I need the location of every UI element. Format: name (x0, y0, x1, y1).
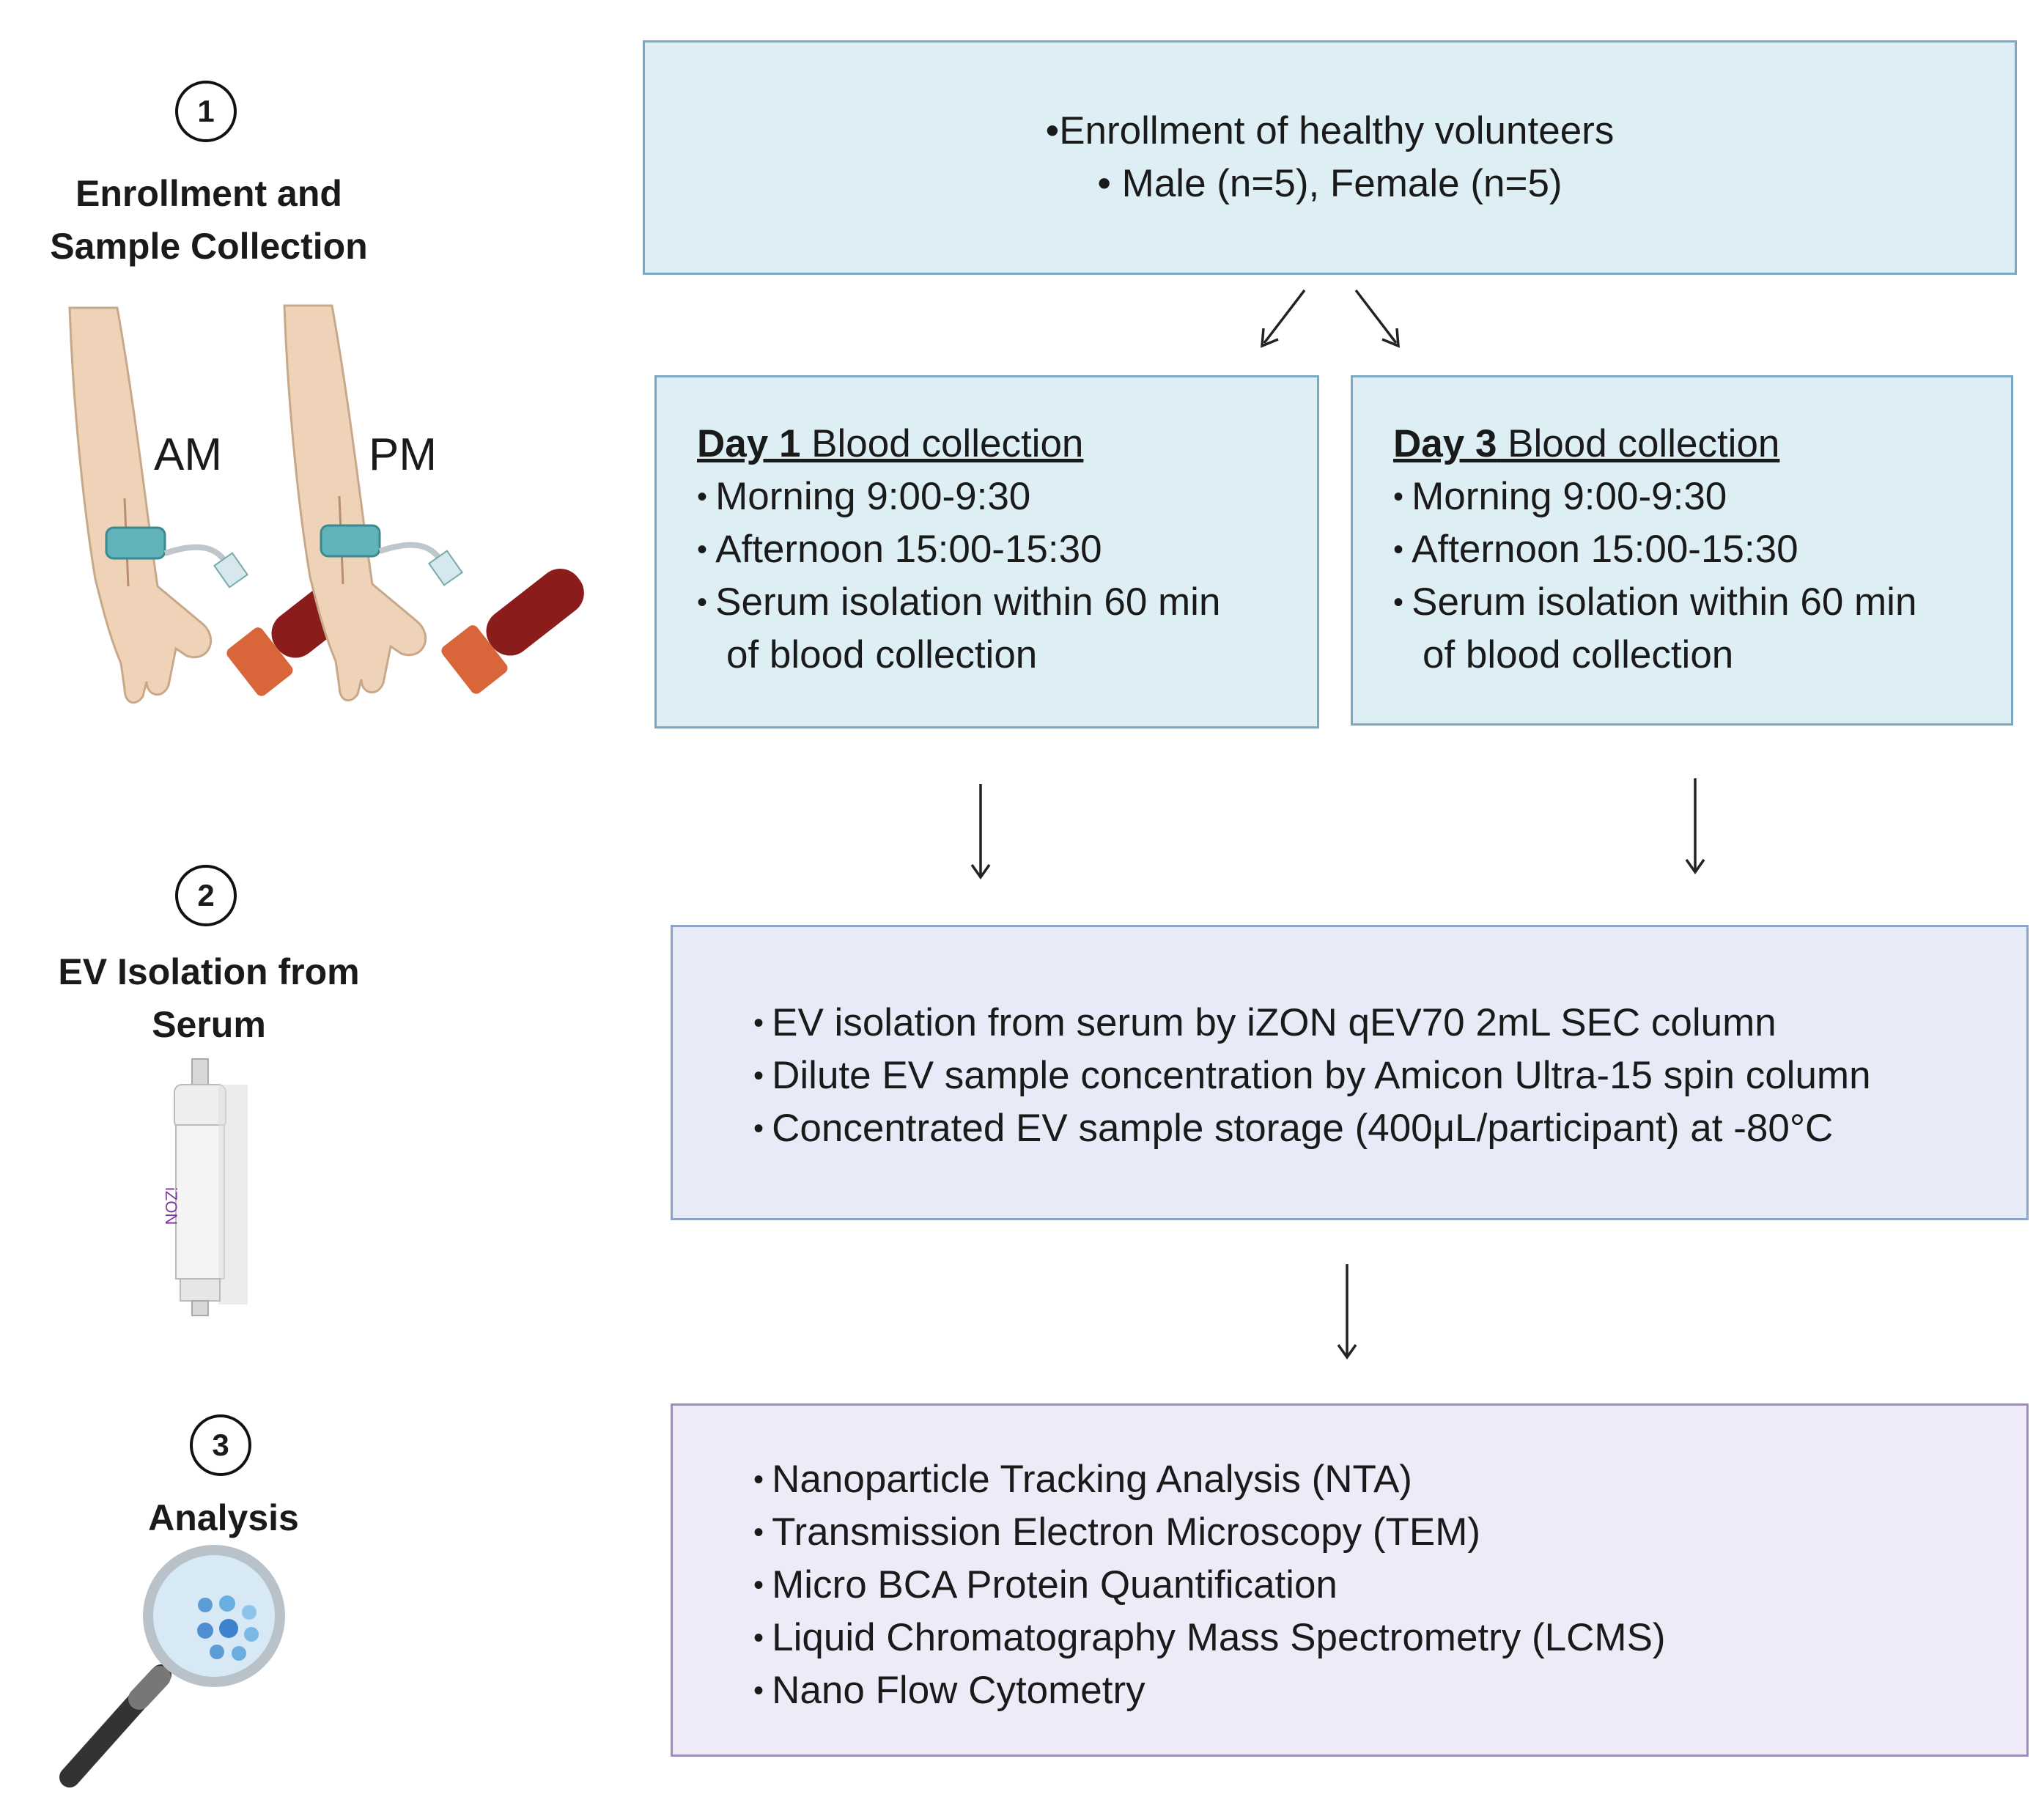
isolation-item: Dilute EV sample concentration by Amicon… (753, 1049, 2026, 1102)
step-1-number: 1 (175, 81, 237, 142)
sec-column-label: iZON (162, 1187, 180, 1225)
day3-item-serum-cont: of blood collection (1423, 633, 1734, 676)
analysis-item: Transmission Electron Microscopy (TEM) (753, 1506, 2026, 1559)
day1-heading-text: Blood collection (800, 422, 1084, 465)
analysis-item: Nanoparticle Tracking Analysis (NTA) (753, 1453, 2026, 1506)
isolation-box: EV isolation from serum by iZON qEV70 2m… (671, 925, 2029, 1220)
day3-item-serum: Serum isolation within 60 min (1393, 576, 2011, 629)
isolation-item: EV isolation from serum by iZON qEV70 2m… (753, 997, 2026, 1049)
step-1-title-line2: Sample Collection (50, 226, 368, 267)
step-2-title-line2: Serum (152, 1004, 266, 1045)
day3-box: Day 3 Blood collection Morning 9:00-9:30… (1351, 375, 2013, 726)
day3-heading-day: Day 3 (1393, 422, 1497, 465)
isolation-list: EV isolation from serum by iZON qEV70 2m… (753, 997, 2026, 1155)
day1-heading: Day 1 Blood collection (697, 418, 1317, 471)
analysis-item: Micro BCA Protein Quantification (753, 1559, 2026, 1612)
day3-list: Morning 9:00-9:30 Afternoon 15:00-15:30 … (1393, 471, 2011, 682)
day1-item-morning: Morning 9:00-9:30 (697, 471, 1317, 523)
step-3-title: Analysis (148, 1497, 299, 1538)
magnifier-icon (59, 1545, 285, 1787)
step-1-title: Enrollment and Sample Collection (15, 167, 403, 273)
analysis-list: Nanoparticle Tracking Analysis (NTA) Tra… (753, 1453, 2026, 1717)
step-1-title-line1: Enrollment and (75, 173, 342, 214)
enrollment-line1: •Enrollment of healthy volunteers (1045, 109, 1615, 152)
analysis-item: Nano Flow Cytometry (753, 1664, 2026, 1717)
flow-arrows (970, 289, 1705, 1360)
day1-item-afternoon: Afternoon 15:00-15:30 (697, 523, 1317, 576)
am-label: AM (154, 429, 222, 480)
analysis-box: Nanoparticle Tracking Analysis (NTA) Tra… (671, 1403, 2029, 1757)
day3-heading-text: Blood collection (1497, 422, 1780, 465)
pm-label: PM (369, 429, 437, 480)
step-2-title: EV Isolation from Serum (15, 945, 403, 1051)
step-2-title-line1: EV Isolation from (58, 951, 360, 992)
day1-item-serum-cont: of blood collection (726, 633, 1038, 676)
step-2-number: 2 (175, 865, 237, 926)
day1-list: Morning 9:00-9:30 Afternoon 15:00-15:30 … (697, 471, 1317, 682)
day3-item-afternoon: Afternoon 15:00-15:30 (1393, 523, 2011, 576)
step-3-number: 3 (190, 1414, 251, 1476)
enrollment-box: •Enrollment of healthy volunteers • Male… (643, 40, 2017, 275)
sec-column-icon (174, 1058, 248, 1316)
day3-item-morning: Morning 9:00-9:30 (1393, 471, 2011, 523)
arm-pm-icon (283, 304, 584, 702)
day1-box: Day 1 Blood collection Morning 9:00-9:30… (654, 375, 1319, 728)
day1-heading-day: Day 1 (697, 422, 801, 465)
day1-item-serum: Serum isolation within 60 min (697, 576, 1317, 629)
day3-heading: Day 3 Blood collection (1393, 418, 2011, 471)
isolation-item: Concentrated EV sample storage (400μL/pa… (753, 1102, 2026, 1155)
enrollment-line2: • Male (n=5), Female (n=5) (1097, 162, 1562, 205)
analysis-item: Liquid Chromatography Mass Spectrometry … (753, 1612, 2026, 1664)
